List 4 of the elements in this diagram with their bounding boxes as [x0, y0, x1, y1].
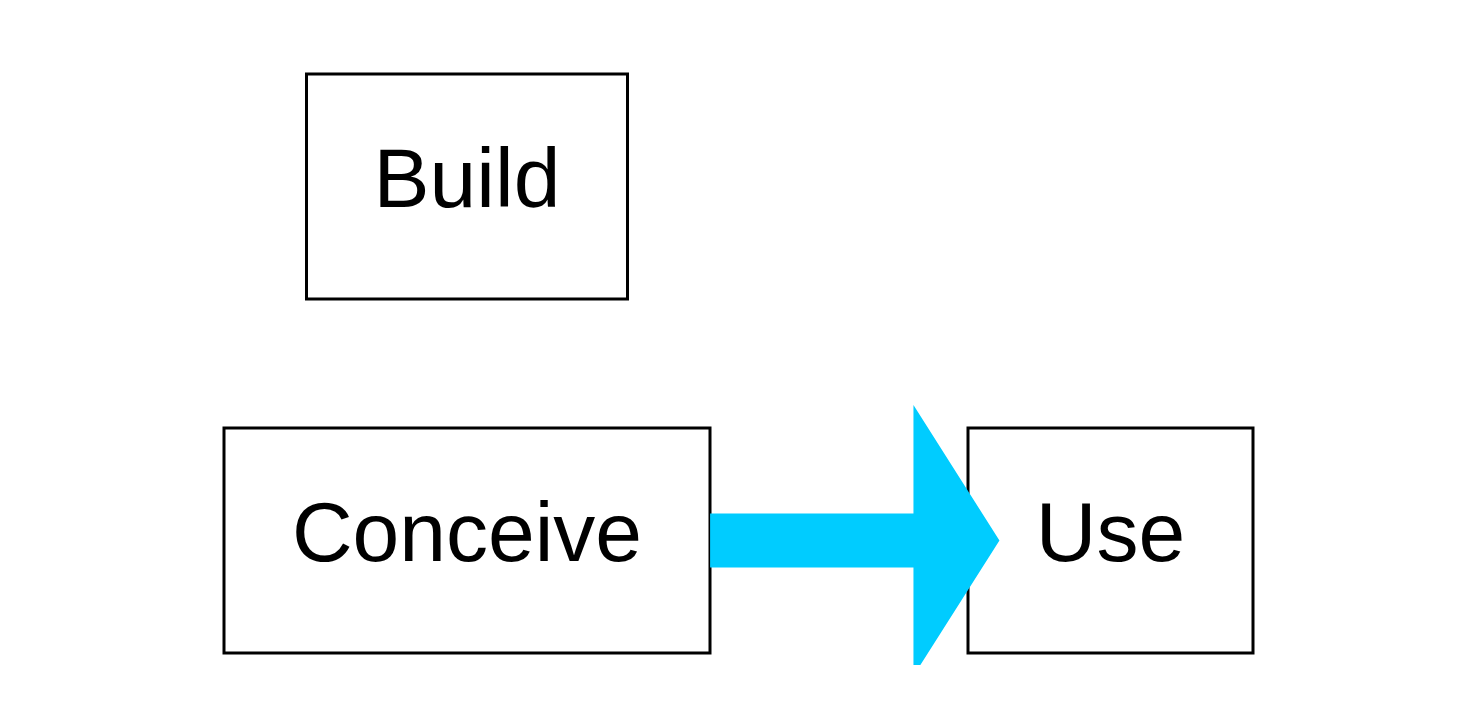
- arrow: [710, 404, 1000, 665]
- node-box: Use: [966, 426, 1255, 654]
- node-box: Conceive: [222, 426, 712, 654]
- node-box: Build: [305, 72, 629, 300]
